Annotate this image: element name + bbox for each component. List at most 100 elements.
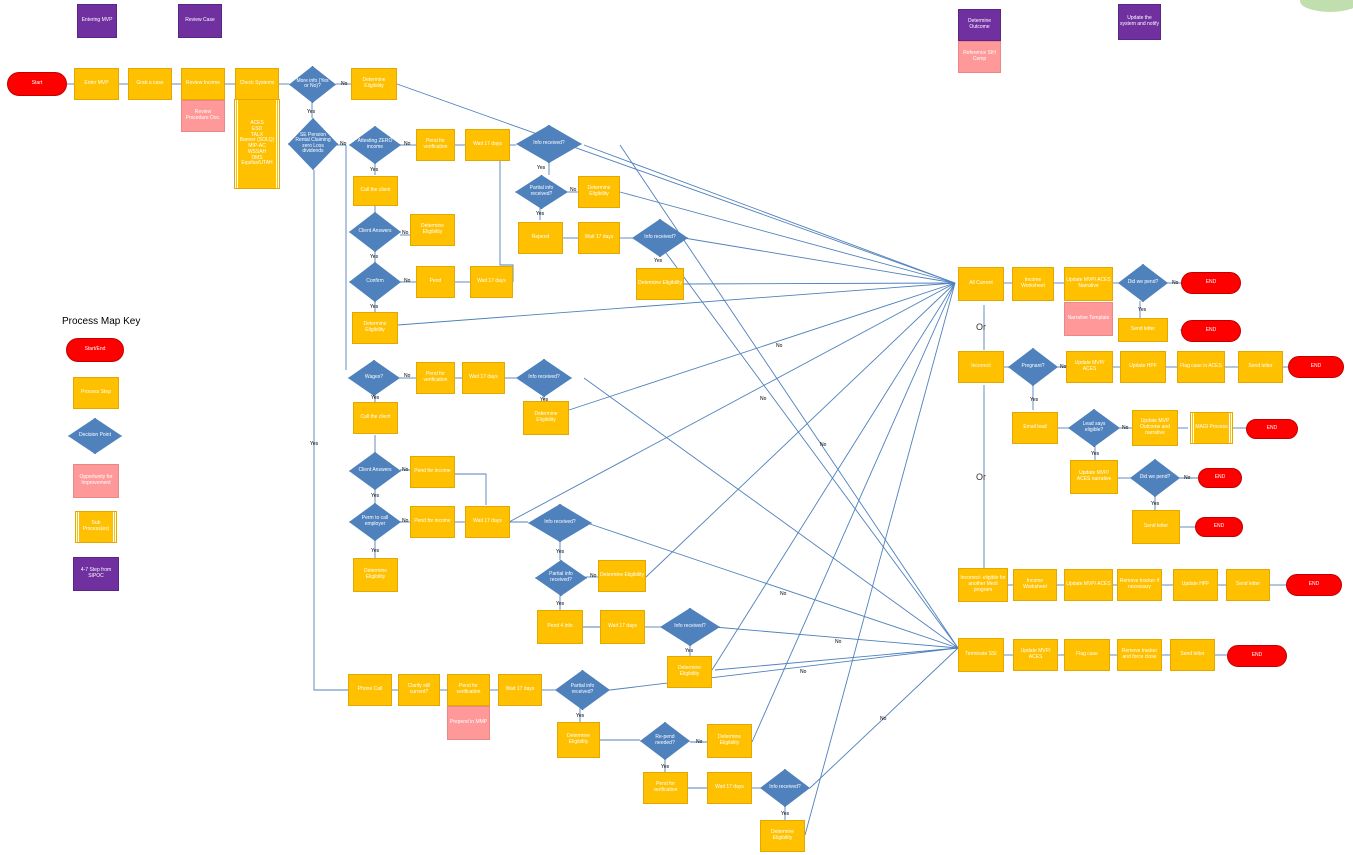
determine-eligibility-5: Determine Eligibility [352,312,398,344]
edge-yes: Yes [556,601,565,607]
edge-yes: Yes [371,395,380,401]
end-terminator-1: END [1181,272,1241,294]
attesting-zero-decision: Attesting ZERO income [349,126,401,164]
pend-verification-2: Pend for verification [416,362,455,394]
edge-no: No [590,573,597,579]
repend-needed-decision: Re-pend needed? [640,722,690,760]
send-letter-4: Send letter [1226,569,1270,601]
edge-no: No [1122,425,1129,431]
end-terminator-3: END [1288,356,1344,378]
email-lead-step: Email lead [1012,412,1058,444]
send-letter-1: Send letter [1118,318,1168,342]
lead-says-eligible-decision: Lead says eligible? [1068,409,1120,447]
client-answers-decision-1: Client Answers [349,212,401,252]
update-mvp-aces-narrative-2: Update MVP/ ACES narrative [1070,460,1118,494]
edge-no: No [404,141,411,147]
key-sub-process: Sub Process(es) [75,511,117,543]
system-item: Banner (SOLQ) [239,137,275,144]
wait-17-days-7: Wait 17 days [498,674,542,706]
pend-step: Pend [416,266,455,298]
determine-eligibility-9: Determine Eligibility [667,656,712,688]
did-we-pend-decision-1: Did we pend? [1118,264,1168,302]
edge-no: No [835,639,842,645]
key-opportunity: Opportunity for Improvement [73,464,119,498]
edge-yes: Yes [1138,307,1147,313]
edge-no: No [570,187,577,193]
key-title: Process Map Key [62,316,141,327]
pend-income-1: Pend for income [410,456,455,488]
start-terminator: Start [7,72,67,96]
sipoc-entering-mvp: Entering MVP [77,4,117,38]
wait-17-days-6: Wait 17 days [600,610,645,644]
edge-yes: Yes [307,109,316,115]
review-procedure-doc: Review Procedure Doc. [181,100,225,132]
edge-yes: Yes [371,548,380,554]
determine-eligibility-8: Determine Eligibility [598,560,646,592]
edge-no: No [404,278,411,284]
sipoc-review-case: Review Case [178,4,222,38]
system-item: ACES [250,120,264,126]
update-mvp-aces-3: Update MVP/ ACES [1013,639,1058,671]
wait-17-days-8: Wait 17 days [707,772,752,804]
determine-eligibility-11: Determine Eligibility [707,724,752,758]
income-sources-decision: SE Pension Rental Claiming zero Loss div… [288,118,338,170]
narrative-template-note: Narrative Template [1064,302,1113,336]
update-mvp-outcome: Update MVP Outcome and narrative [1132,410,1178,446]
check-systems-step: Check Systems [235,68,279,100]
wait-17-days-3: Wait 17 days [470,266,513,298]
send-letter-3: Send letter [1132,510,1180,544]
edge-yes: Yes [370,254,379,260]
incorrect-step: Incorrect [958,351,1004,383]
edge-no: No [760,396,767,402]
edge-yes: Yes [685,648,694,654]
edge-yes: Yes [537,165,546,171]
send-letter-2: Send letter [1238,351,1283,383]
remove-tracker-step: Remove tracker if necessary [1117,569,1162,601]
info-received-decision-3: Info received? [516,359,572,397]
edge-yes: Yes [654,258,663,264]
determine-eligibility-10: Determine Eligibility [557,722,600,758]
pend-verification-3: Pend for verification [447,674,490,706]
info-received-decision-4: Info received? [528,504,592,542]
edge-no: No [1060,364,1067,370]
system-item: DMS [251,154,263,161]
wait-17-days-2: Wait 17 days [578,222,620,254]
end-terminator-8: END [1227,645,1287,667]
pend-info-step: Pend 4 info [537,610,583,644]
determine-eligibility-2: Determine Eligibility [578,176,620,208]
review-income-step: Review Income [181,68,225,100]
pend-verification-4: Pend for verification [643,772,688,804]
edge-no: No [696,739,703,745]
edge-yes: Yes [370,304,379,310]
end-terminator-7: END [1286,574,1342,596]
key-sipoc: 4-7 Step from SIPOC [73,557,119,591]
income-worksheet-1: Income Worksheet [1012,267,1054,301]
edge-yes: Yes [576,713,585,719]
did-we-pend-decision-2: Did we pend? [1130,459,1180,497]
edge-no: No [1172,280,1179,286]
edge-no: No [402,518,409,524]
update-mvp-aces-2: Update MVP/ ACES [1064,569,1113,601]
sipoc-determine-outcome: Determine Outcome [958,9,1001,41]
magi-process-subprocess: MAGI Process [1190,412,1233,444]
determine-eligibility-6: Determine Eligibility [523,401,569,435]
edge-no: No [402,467,409,473]
all-current-step: All Current [958,267,1004,301]
edge-yes: Yes [370,167,379,173]
update-hpf-2: Update HPF [1173,569,1218,601]
send-letter-5: Send letter [1170,639,1215,671]
decorative-leaf [1300,0,1353,12]
update-mvp-narrative-1: Update MVP/ ACES Narrative [1064,267,1113,301]
edge-yes: Yes [540,397,549,403]
edge-no: No [341,81,348,87]
or-label-1: Or [976,322,986,332]
edge-no: No [1184,475,1191,481]
client-answers-decision-2: Client Answers [349,452,401,490]
enter-mvp-step: Enter MVP [74,68,119,100]
edge-no: No [340,141,347,147]
partial-info-decision-2: Partial info received? [535,560,587,596]
key-decision-point: Decision Point [68,418,122,454]
edge-yes: Yes [310,441,319,447]
system-item: ESD [251,125,263,132]
